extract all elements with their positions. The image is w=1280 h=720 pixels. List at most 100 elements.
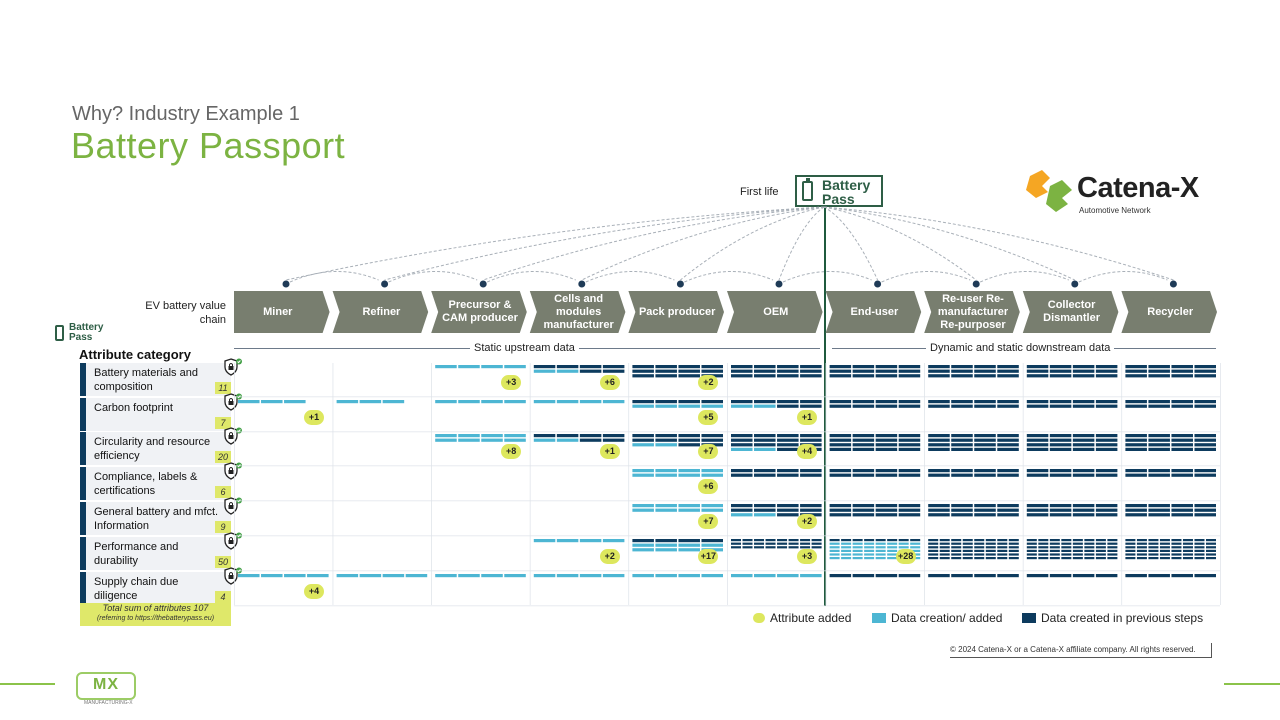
- attribute-bar: [1148, 404, 1170, 408]
- attribute-bar: [1205, 539, 1216, 542]
- attribute-bar: [1095, 400, 1118, 404]
- attribute-bar: [731, 404, 753, 408]
- attribute-bar: [579, 434, 602, 438]
- attribute-bar: [1136, 557, 1147, 560]
- footer-line-left: [0, 683, 55, 685]
- attribute-bar: [754, 508, 776, 512]
- value-chain-step-shape: [825, 291, 922, 333]
- attribute-bar: [1095, 374, 1118, 378]
- attribute-bar: [928, 400, 950, 404]
- step-arc: [782, 271, 872, 283]
- category-count: 9: [215, 521, 231, 533]
- attribute-bar: [939, 546, 950, 549]
- attribute-bar: [1194, 443, 1216, 447]
- attribute-bar: [678, 443, 700, 447]
- attribute-bar: [800, 508, 822, 512]
- attribute-bar: [997, 365, 1019, 369]
- attribute-bar: [1026, 473, 1049, 477]
- attribute-bar: [556, 369, 579, 373]
- attribute-bar: [985, 546, 996, 549]
- attribute-bar: [875, 365, 898, 369]
- attribute-bar: [928, 546, 939, 549]
- attribute-bar: [898, 369, 921, 373]
- attribute-bar: [701, 539, 723, 543]
- attribute-bar: [898, 574, 921, 578]
- value-chain-step: Pack producer: [638, 305, 716, 318]
- attribute-bar: [742, 546, 753, 549]
- attribute-bar: [632, 434, 654, 438]
- attribute-bar: [974, 539, 985, 542]
- legend-prev-swatch: [1022, 613, 1036, 623]
- attribute-bar: [1125, 557, 1136, 560]
- attribute-bar: [1026, 369, 1049, 373]
- attribute-bar: [678, 365, 700, 369]
- attribute-bar: [928, 513, 950, 517]
- attribute-bar: [997, 546, 1008, 549]
- attribute-bar: [678, 404, 700, 408]
- attribute-bar: [533, 574, 556, 578]
- grid-row-line: [234, 396, 1220, 398]
- attribute-bar: [1148, 542, 1159, 545]
- attribute-bar: [731, 504, 753, 508]
- attribute-bar: [997, 447, 1019, 451]
- attribute-bar: [1136, 549, 1147, 552]
- attribute-bar: [974, 542, 985, 545]
- attribute-bar: [556, 434, 579, 438]
- attribute-bar: [951, 374, 973, 378]
- attribute-bar: [974, 443, 996, 447]
- attribute-bar: [655, 404, 677, 408]
- manufacturing-x-logo: MX: [76, 672, 136, 700]
- attribute-bar: [1095, 369, 1118, 373]
- attribute-bar: [997, 553, 1008, 556]
- attribute-bar: [898, 447, 921, 451]
- attribute-bar: [655, 504, 677, 508]
- grid-column-line: [924, 363, 925, 605]
- attribute-bar: [1171, 539, 1182, 542]
- step-dot: [578, 280, 586, 288]
- attribute-bar: [261, 574, 283, 578]
- attribute-bar: [678, 438, 700, 442]
- attribute-bar: [579, 400, 602, 404]
- attribute-bar: [1026, 434, 1049, 438]
- legend-data-prev-text: Data created in previous steps: [1041, 611, 1204, 625]
- grid-column-line: [529, 363, 531, 605]
- attribute-bar: [951, 542, 962, 545]
- attribute-bar: [1182, 546, 1193, 549]
- battery-icon: [802, 178, 813, 201]
- attribute-bar: [997, 504, 1019, 508]
- attribute-bar: [852, 400, 875, 404]
- attribute-bar: [1159, 546, 1170, 549]
- category-box: [80, 398, 231, 431]
- static-section-label: Static upstream data: [470, 342, 579, 354]
- attribute-bar: [382, 574, 405, 578]
- attribute-bar: [974, 473, 996, 477]
- attribute-bar: [1049, 546, 1060, 549]
- value-chain-step-shape: [1022, 291, 1119, 333]
- attribute-bar: [985, 553, 996, 556]
- attribute-bar: [1107, 539, 1118, 542]
- attribute-bar: [841, 542, 852, 545]
- attribute-added-badge: +3: [501, 375, 522, 390]
- attribute-bar: [1171, 365, 1193, 369]
- attribute-bar: [852, 374, 875, 378]
- attribute-bar: [1072, 542, 1083, 545]
- attribute-bar: [1125, 513, 1147, 517]
- attribute-bar: [1171, 443, 1193, 447]
- attribute-bar: [898, 438, 921, 442]
- attribute-bar: [852, 557, 863, 560]
- flow-arc: [581, 206, 825, 281]
- attribute-bar: [1125, 549, 1136, 552]
- attribute-bar: [1072, 438, 1095, 442]
- attribute-bar: [701, 473, 723, 477]
- attribute-bar: [951, 546, 962, 549]
- attribute-bar: [800, 404, 822, 408]
- attribute-bar: [800, 504, 822, 508]
- value-chain-step: Precursor & CAM producer: [442, 299, 518, 324]
- attribute-bar: [829, 473, 852, 477]
- grid-row-line: [234, 465, 1220, 467]
- attribute-bar: [1049, 473, 1072, 477]
- attribute-bar: [435, 400, 457, 404]
- attribute-bar: [928, 438, 950, 442]
- attribute-bar: [481, 400, 503, 404]
